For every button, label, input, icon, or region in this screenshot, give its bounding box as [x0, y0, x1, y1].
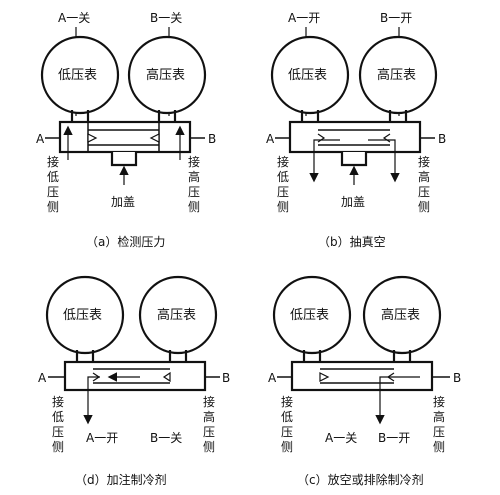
low-pressure-gauge — [40, 35, 120, 115]
panel-a: A一关 B一关 低压表 高压表 A B 加盖 接 低 — [36, 11, 216, 249]
svg-text:压: 压 — [277, 185, 289, 199]
high-side-vertical-label: 接 高 压 侧 — [433, 394, 445, 454]
manifold-body — [288, 120, 422, 154]
svg-text:高: 高 — [418, 169, 430, 184]
svg-text:压: 压 — [433, 425, 445, 439]
panel-c: 低压表 高压表 A B 接 低 压 侧 接 高 压 侧 A一关 B一开 （c）放… — [268, 275, 461, 487]
svg-text:压: 压 — [188, 185, 200, 199]
low-gauge-label: 低压表 — [63, 308, 102, 323]
high-side-vertical-label: 接 高 压 侧 — [203, 394, 215, 454]
valve-b-closed — [162, 371, 171, 383]
svg-text:接: 接 — [203, 394, 215, 409]
svg-text:侧: 侧 — [47, 200, 59, 214]
high-pressure-gauge — [358, 35, 438, 115]
panel-caption: （d）加注制冷剂 — [75, 472, 167, 487]
svg-text:接: 接 — [52, 394, 64, 409]
panel-caption: （c）放空或排除制冷剂 — [297, 472, 424, 487]
valve-a-closed — [319, 372, 330, 382]
low-pressure-gauge — [45, 275, 125, 355]
svg-text:压: 压 — [281, 425, 293, 439]
svg-text:侧: 侧 — [52, 440, 64, 454]
svg-text:侧: 侧 — [281, 440, 293, 454]
port-b-label: B — [438, 132, 446, 146]
port-b-label: B — [222, 371, 230, 385]
center-cap-label: 加盖 — [341, 195, 365, 209]
high-gauge-label: 高压表 — [157, 307, 196, 323]
svg-text:低: 低 — [281, 410, 293, 424]
svg-text:压: 压 — [203, 425, 215, 439]
svg-text:侧: 侧 — [418, 200, 430, 214]
svg-text:低: 低 — [47, 170, 59, 184]
valve-a-open — [317, 133, 326, 143]
svg-text:压: 压 — [52, 425, 64, 439]
high-side-vertical-label: 接 高 压 侧 — [418, 154, 430, 214]
svg-text:接: 接 — [188, 154, 200, 169]
low-side-vertical-label: 接 低 压 侧 — [281, 394, 293, 454]
panel-d: 低压表 高压表 A B 接 低 压 侧 接 高 压 侧 A一开 B一关 （d）加… — [38, 275, 230, 487]
valve-b-state-label: B一开 — [378, 431, 410, 445]
svg-text:接: 接 — [277, 154, 289, 169]
svg-text:接: 接 — [47, 154, 59, 169]
svg-text:侧: 侧 — [433, 440, 445, 454]
panel-caption: （a）检测压力 — [86, 234, 165, 249]
svg-text:侧: 侧 — [203, 440, 215, 454]
port-a-label: A — [268, 371, 277, 385]
high-pressure-gauge — [127, 35, 207, 115]
manifold-body — [290, 360, 434, 392]
high-pressure-gauge — [138, 275, 218, 355]
low-pressure-gauge — [270, 35, 350, 115]
panel-caption: （b）抽真空 — [318, 235, 386, 249]
low-side-vertical-label: 接 低 压 侧 — [277, 154, 289, 214]
valve-b-state-label: B一关 — [150, 11, 182, 25]
svg-text:接: 接 — [433, 394, 445, 409]
low-gauge-label: 低压表 — [58, 68, 97, 83]
panel-b: A一开 B一开 低压表 高压表 A B 加盖 接 低 压 侧 接 — [266, 11, 446, 249]
svg-text:侧: 侧 — [188, 200, 200, 214]
manifold-body — [58, 120, 192, 154]
valve-a-state-label: A一开 — [288, 11, 320, 25]
low-gauge-label: 低压表 — [290, 308, 329, 323]
valve-b-state-label: B一开 — [380, 11, 412, 25]
port-a-label: A — [38, 371, 47, 385]
valve-b-closed — [149, 133, 160, 143]
valve-a-state-label: A一开 — [86, 431, 118, 445]
svg-text:低: 低 — [277, 170, 289, 184]
high-gauge-label: 高压表 — [146, 67, 185, 83]
valve-b-open — [382, 133, 391, 143]
svg-text:高: 高 — [433, 409, 445, 424]
valve-a-closed — [87, 133, 98, 143]
port-b-label: B — [453, 371, 461, 385]
svg-text:压: 压 — [47, 185, 59, 199]
valve-b-state-label: B一关 — [150, 431, 182, 445]
svg-text:压: 压 — [418, 185, 430, 199]
low-side-vertical-label: 接 低 压 侧 — [47, 154, 59, 214]
svg-text:侧: 侧 — [277, 200, 289, 214]
low-side-vertical-label: 接 低 压 侧 — [52, 394, 64, 454]
center-cap-label: 加盖 — [111, 195, 135, 209]
svg-text:低: 低 — [52, 410, 64, 424]
high-pressure-gauge — [362, 275, 442, 355]
svg-text:高: 高 — [203, 409, 215, 424]
manifold-body — [63, 360, 207, 392]
low-pressure-gauge — [272, 275, 352, 355]
valve-a-state-label: A一关 — [58, 11, 90, 25]
svg-text:接: 接 — [281, 394, 293, 409]
port-b-label: B — [208, 132, 216, 146]
low-gauge-label: 低压表 — [288, 68, 327, 83]
valve-a-state-label: A一关 — [325, 431, 357, 445]
high-gauge-label: 高压表 — [377, 67, 416, 83]
high-side-vertical-label: 接 高 压 侧 — [188, 154, 200, 214]
port-a-label: A — [36, 132, 45, 146]
svg-text:高: 高 — [188, 169, 200, 184]
high-gauge-label: 高压表 — [381, 307, 420, 323]
svg-text:接: 接 — [418, 154, 430, 169]
port-a-label: A — [266, 132, 275, 146]
